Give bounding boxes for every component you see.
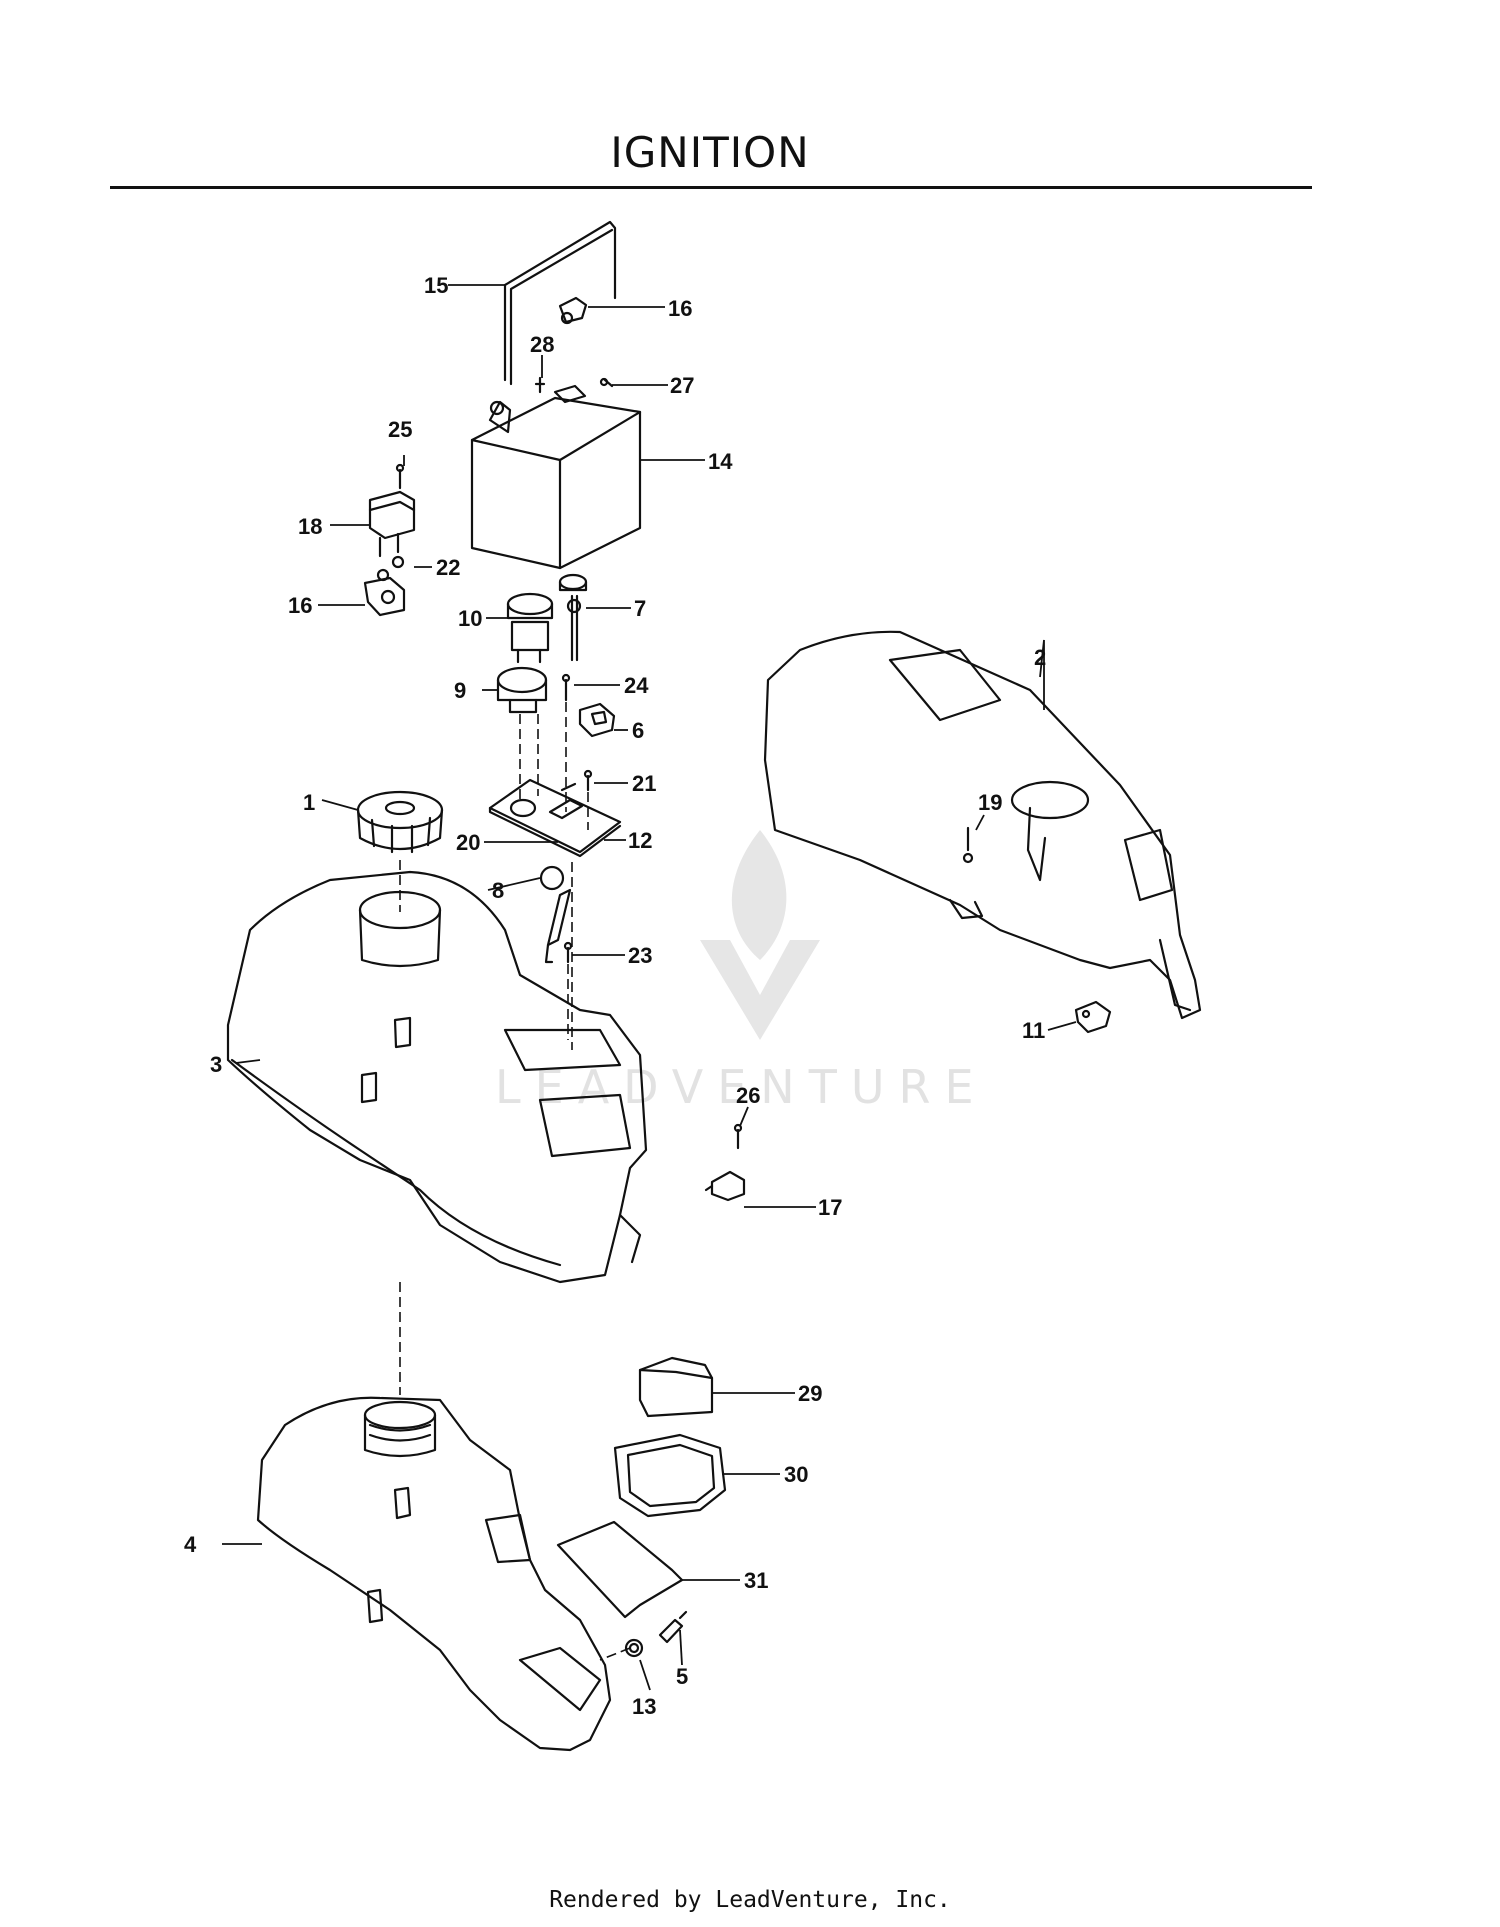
throttle-switch xyxy=(578,702,616,738)
leader-lines xyxy=(222,284,1077,1691)
callout-13: 13 xyxy=(632,1694,656,1719)
callout-16-top: 16 xyxy=(668,296,692,321)
title-rule xyxy=(110,186,1312,189)
callout-8: 8 xyxy=(492,878,504,903)
screw-24 xyxy=(561,673,571,702)
callout-15: 15 xyxy=(424,273,448,298)
watermark-logo xyxy=(700,830,820,1040)
callout-6: 6 xyxy=(632,718,644,743)
watermark-text: LEADVENTURE xyxy=(495,1060,988,1114)
callout-23: 23 xyxy=(628,943,652,968)
cover-29 xyxy=(638,1356,714,1418)
choke-knob xyxy=(558,573,588,662)
lever-bracket xyxy=(539,865,572,964)
callout-2: 2 xyxy=(1034,645,1046,670)
callout-4: 4 xyxy=(184,1532,197,1557)
page-title: IGNITION xyxy=(610,128,810,177)
alignment-lines xyxy=(399,702,631,1661)
callout-3: 3 xyxy=(210,1052,222,1077)
screw-26 xyxy=(733,1123,743,1150)
ignition-switch xyxy=(496,592,554,714)
hold-down-rod xyxy=(503,220,617,386)
callout-16-left: 16 xyxy=(288,593,312,618)
screw-19 xyxy=(962,826,974,864)
callout-10: 10 xyxy=(458,606,482,631)
shield-31 xyxy=(556,1520,684,1619)
relay-assembly xyxy=(363,463,416,617)
callout-21: 21 xyxy=(632,771,656,796)
seat-switch xyxy=(1074,1000,1112,1034)
gasket-30 xyxy=(613,1433,727,1518)
screw-23 xyxy=(563,941,573,964)
callout-7: 7 xyxy=(634,596,646,621)
screw-21 xyxy=(583,769,593,792)
callout-31: 31 xyxy=(744,1568,768,1593)
callout-28: 28 xyxy=(530,332,554,357)
battery xyxy=(470,384,642,570)
terminal-connector-top xyxy=(558,296,588,325)
screw-28 xyxy=(534,376,546,394)
fitting-5 xyxy=(658,1610,688,1644)
callout-14: 14 xyxy=(708,449,733,474)
callout-9: 9 xyxy=(454,678,466,703)
interlock-switch xyxy=(704,1170,746,1202)
callout-26: 26 xyxy=(736,1083,760,1108)
callout-20: 20 xyxy=(456,830,480,855)
callout-24: 24 xyxy=(624,673,649,698)
fuel-cap xyxy=(356,790,444,854)
callout-29: 29 xyxy=(798,1381,822,1406)
callout-12: 12 xyxy=(628,828,652,853)
mounting-plate xyxy=(488,778,622,858)
callout-18: 18 xyxy=(298,514,322,539)
callout-11: 11 xyxy=(1022,1018,1045,1043)
callout-30: 30 xyxy=(784,1462,808,1487)
callout-5: 5 xyxy=(676,1664,688,1689)
callout-25: 25 xyxy=(388,417,412,442)
callout-27: 27 xyxy=(670,373,694,398)
callout-22: 22 xyxy=(436,555,460,580)
callout-19: 19 xyxy=(978,790,1002,815)
fuel-tank xyxy=(256,1396,612,1752)
callout-17: 17 xyxy=(818,1195,842,1220)
fender-cover-right xyxy=(763,630,1202,1020)
footer-credit: Rendered by LeadVenture, Inc. xyxy=(549,1887,951,1913)
fender-cover xyxy=(226,870,648,1284)
screw-27 xyxy=(599,377,614,388)
callout-1: 1 xyxy=(303,790,315,815)
